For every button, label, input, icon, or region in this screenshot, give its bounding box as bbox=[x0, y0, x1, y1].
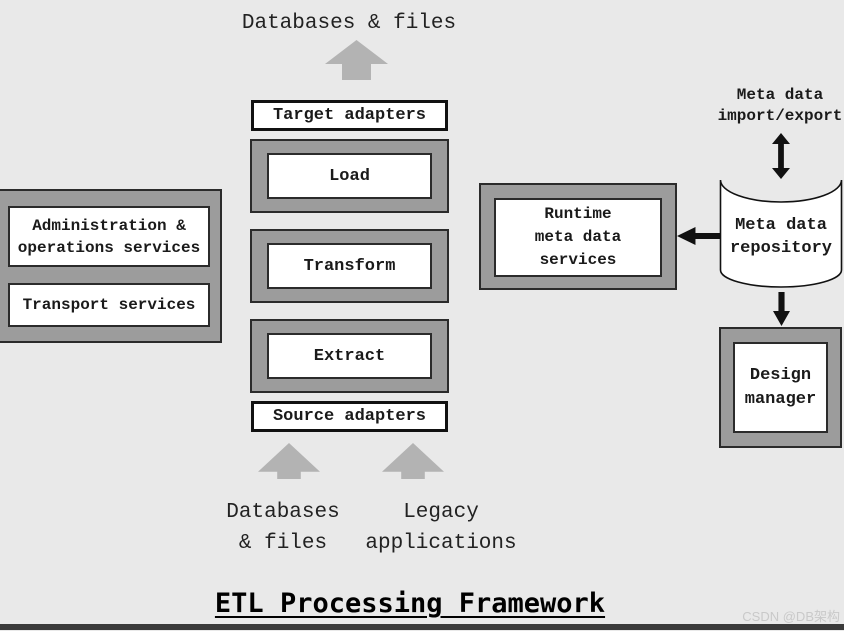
top-source-label: Databases & files bbox=[241, 12, 457, 35]
bottom-bar bbox=[0, 624, 844, 630]
bottom-source-label-databases: Databases & files bbox=[226, 501, 340, 555]
stage-extract-label: Extract bbox=[313, 346, 386, 366]
meta-data-repository-label: Meta data repository bbox=[729, 216, 833, 258]
stage-transform-label: Transform bbox=[303, 256, 396, 276]
transport-services-box: Transport services bbox=[8, 283, 210, 327]
double-arrow-icon bbox=[772, 133, 790, 179]
design-manager-panel: Design manager bbox=[719, 327, 842, 448]
meta-data-import-export-label: Meta data import/export bbox=[717, 86, 843, 125]
stage-extract-panel: Extract bbox=[250, 319, 449, 393]
stage-extract-box: Extract bbox=[267, 333, 432, 379]
up-arrow-icon bbox=[325, 40, 388, 80]
runtime-meta-data-services-label: Runtime meta data services bbox=[534, 205, 622, 269]
watermark: CSDN @DB架构 bbox=[742, 609, 840, 624]
transport-services-label: Transport services bbox=[22, 296, 196, 314]
admin-ops-services-box: Administration & operations services bbox=[8, 206, 210, 267]
stage-load-panel: Load bbox=[250, 139, 449, 213]
stage-transform-panel: Transform bbox=[250, 229, 449, 303]
source-adapters-box: Source adapters bbox=[251, 401, 448, 432]
design-manager-box: Design manager bbox=[733, 342, 828, 433]
target-adapters-label: Target adapters bbox=[272, 106, 427, 125]
stage-transform-box: Transform bbox=[267, 243, 432, 289]
stage-load-box: Load bbox=[267, 153, 432, 199]
services-panel: Administration & operations services Tra… bbox=[0, 189, 222, 343]
left-arrow-icon bbox=[677, 227, 721, 245]
down-arrow-icon bbox=[773, 292, 790, 326]
admin-ops-services-label: Administration & operations services bbox=[17, 216, 201, 257]
bottom-source-label-legacy: Legacy applications bbox=[365, 501, 517, 555]
up-arrow-databases-icon bbox=[258, 443, 320, 479]
up-arrow-legacy-icon bbox=[382, 443, 444, 479]
source-adapters-label: Source adapters bbox=[272, 407, 427, 426]
design-manager-label: Design manager bbox=[744, 365, 817, 409]
target-adapters-box: Target adapters bbox=[251, 100, 448, 131]
diagram-title: ETL Processing Framework bbox=[214, 588, 606, 619]
runtime-meta-data-services-box: Runtime meta data services bbox=[494, 198, 662, 277]
stage-load-label: Load bbox=[329, 166, 370, 186]
runtime-meta-data-services-panel: Runtime meta data services bbox=[479, 183, 677, 290]
meta-data-repository-cylinder bbox=[719, 179, 843, 288]
